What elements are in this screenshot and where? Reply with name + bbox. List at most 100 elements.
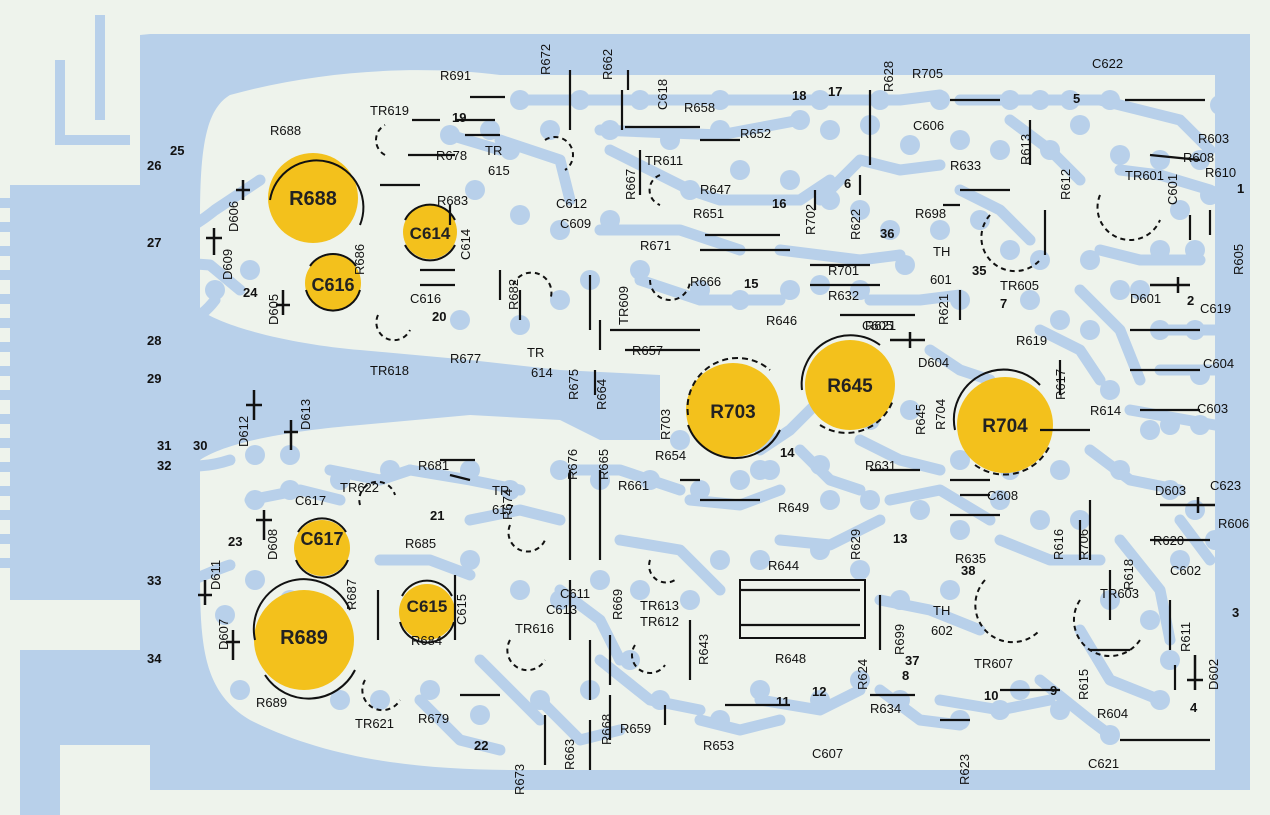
solder-pad — [460, 550, 480, 570]
solder-pad — [640, 470, 660, 490]
component-c615-label: C615 — [407, 597, 448, 616]
solder-pad — [240, 260, 260, 280]
component-label: R704 — [933, 399, 948, 430]
pin-number: 17 — [828, 84, 842, 99]
component-label: R612 — [1058, 169, 1073, 200]
pin-number: 16 — [772, 196, 786, 211]
component-label: R703 — [658, 409, 673, 440]
solder-pad — [710, 710, 730, 730]
solder-pad — [990, 700, 1010, 720]
pin-number: 13 — [893, 531, 907, 546]
component-label: R619 — [1016, 333, 1047, 348]
pin-number: 36 — [880, 226, 894, 241]
solder-pad — [510, 90, 530, 110]
solder-pad — [1030, 510, 1050, 530]
component-label: R647 — [700, 182, 731, 197]
component-label: R617 — [1053, 369, 1068, 400]
component-label: 617 — [492, 502, 514, 517]
component-r645: R645 — [800, 334, 895, 434]
component-label: R699 — [892, 624, 907, 655]
solder-pad — [820, 120, 840, 140]
component-r704: R704 — [952, 368, 1053, 476]
solder-pad — [1110, 280, 1130, 300]
component-label: R604 — [1097, 706, 1128, 721]
solder-pad — [810, 540, 830, 560]
component-c617-label: C617 — [300, 529, 343, 549]
trace — [684, 484, 786, 511]
solder-pad — [1000, 90, 1020, 110]
solder-pad — [180, 570, 200, 590]
trace — [994, 534, 1106, 566]
solder-pad — [1110, 145, 1130, 165]
component-r688-label: R688 — [289, 188, 337, 210]
solder-pad — [1205, 530, 1225, 550]
pin-number: 20 — [432, 309, 446, 324]
pin-number: 23 — [228, 534, 242, 549]
component-mark — [449, 473, 471, 482]
component-label: TR621 — [355, 716, 394, 731]
solder-pad — [550, 220, 570, 240]
solder-pad — [950, 520, 970, 540]
pin-number: 12 — [812, 684, 826, 699]
solder-pad — [280, 445, 300, 465]
component-label: D605 — [266, 294, 281, 325]
solder-pad — [245, 445, 265, 465]
component-label: R663 — [562, 739, 577, 770]
component-label: R614 — [1090, 403, 1121, 418]
pin-number: 15 — [744, 276, 758, 291]
component-label: R677 — [450, 351, 481, 366]
solder-pad — [1170, 200, 1190, 220]
component-label: R646 — [766, 313, 797, 328]
pin-number: 37 — [905, 653, 919, 668]
component-label: R610 — [1205, 165, 1236, 180]
solder-pad — [810, 690, 830, 710]
pin-number: 5 — [1073, 91, 1080, 106]
component-label: C603 — [1197, 401, 1228, 416]
solder-pad — [500, 480, 520, 500]
solder-pad — [1160, 480, 1180, 500]
solder-pad — [730, 470, 750, 490]
solder-pad — [180, 370, 200, 390]
component-label: R688 — [270, 123, 301, 138]
solder-pad — [630, 260, 650, 280]
component-label: D602 — [1206, 659, 1221, 690]
component-r688: R688 — [268, 153, 365, 243]
solder-pad — [510, 205, 530, 225]
trace — [474, 654, 546, 726]
solder-pad — [1160, 415, 1180, 435]
component-label: 615 — [488, 163, 510, 178]
component-label: 614 — [531, 365, 553, 380]
pin-number: 34 — [147, 651, 162, 666]
component-label: R613 — [1018, 134, 1033, 165]
pin-number: 30 — [193, 438, 207, 453]
component-label: R674 — [500, 489, 515, 520]
solder-pad — [1150, 150, 1170, 170]
solder-pad — [630, 580, 650, 600]
solder-pad — [420, 680, 440, 700]
solder-pad — [950, 450, 970, 470]
solder-pad — [900, 400, 920, 420]
pin-number: 28 — [147, 333, 161, 348]
component-label: R648 — [775, 651, 806, 666]
corner-traces — [45, 15, 130, 780]
component-label: R620 — [1153, 533, 1184, 548]
trace — [1074, 624, 1166, 706]
component-r704-label: R704 — [982, 416, 1028, 437]
solder-pad — [790, 110, 810, 130]
component-label: C615 — [454, 594, 469, 625]
component-label: TR613 — [640, 598, 679, 613]
component-label: R643 — [696, 634, 711, 665]
component-label: R611 — [1178, 622, 1193, 652]
solder-pad — [1160, 650, 1180, 670]
solder-pad — [710, 90, 730, 110]
solder-pad — [690, 280, 710, 300]
component-label: C618 — [655, 79, 670, 110]
solder-pad — [600, 120, 620, 140]
solder-pad — [370, 690, 390, 710]
solder-pad — [1060, 90, 1080, 110]
component-label: R675 — [566, 369, 581, 400]
solder-pad — [1020, 290, 1040, 310]
solder-pad — [530, 690, 550, 710]
pin-number: 25 — [170, 143, 184, 158]
trace — [1114, 534, 1176, 646]
